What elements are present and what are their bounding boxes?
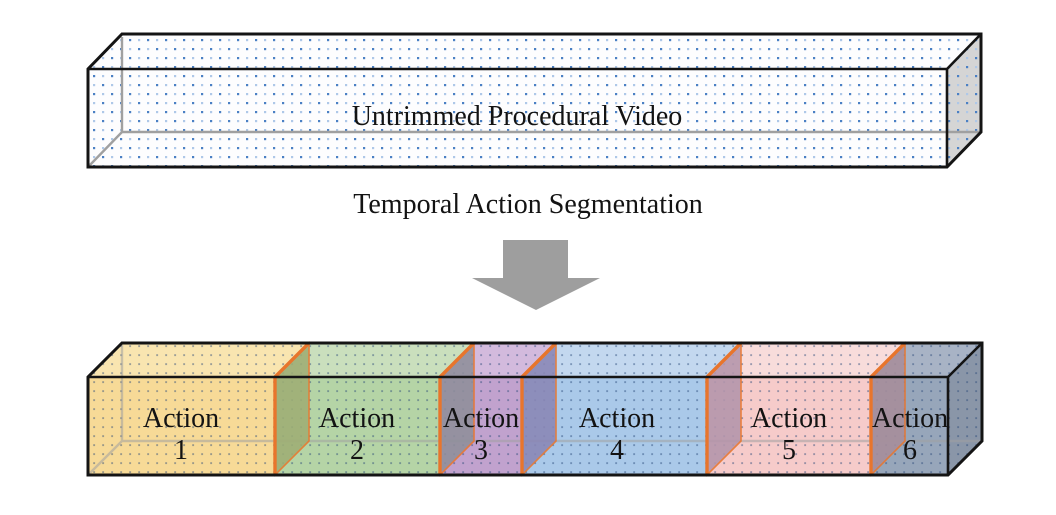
segment-5-label: Action 5 xyxy=(751,403,827,466)
segment-2-name: Action xyxy=(319,403,395,434)
divider-line-3-4 xyxy=(520,341,558,475)
segment-2-label: Action 2 xyxy=(319,403,395,466)
segment-1-label: Action 1 xyxy=(143,403,219,466)
segment-1-number: 1 xyxy=(174,435,188,466)
segment-2-number: 2 xyxy=(350,435,364,466)
segment-3-name: Action xyxy=(443,403,519,434)
segment-3-label: Action 3 xyxy=(443,403,519,466)
segment-6-name: Action xyxy=(872,403,948,434)
segment-5-number: 5 xyxy=(782,435,796,466)
segmented-box-outline xyxy=(86,341,984,477)
segment-6-number: 6 xyxy=(903,435,917,466)
untrimmed-video-box: Untrimmed Procedural Video xyxy=(86,32,983,169)
segmented-box-inner-edges xyxy=(88,342,983,475)
down-arrow-icon xyxy=(472,240,600,310)
process-label: Temporal Action Segmentation xyxy=(353,189,703,220)
segment-3-number: 3 xyxy=(474,435,488,466)
divider-line-2-3 xyxy=(438,341,476,475)
segment-6-label: Action 6 xyxy=(872,403,948,466)
segmented-video-box: Action 1 Action 2 Action 3 Action 4 Acti… xyxy=(86,341,984,477)
video-box-outline xyxy=(86,32,983,169)
divider-line-4-5 xyxy=(705,341,743,475)
segment-5-name: Action xyxy=(751,403,827,434)
video-box-label: Untrimmed Procedural Video xyxy=(352,101,683,132)
segment-4-label: Action 4 xyxy=(579,403,655,466)
segment-4-name: Action xyxy=(579,403,655,434)
segment-1-name: Action xyxy=(143,403,219,434)
video-box-inner-edges xyxy=(88,33,982,167)
segment-4-number: 4 xyxy=(610,435,624,466)
divider-line-5-6 xyxy=(869,341,907,475)
divider-line-1-2 xyxy=(273,341,311,475)
video-box-dot-texture xyxy=(88,34,981,167)
